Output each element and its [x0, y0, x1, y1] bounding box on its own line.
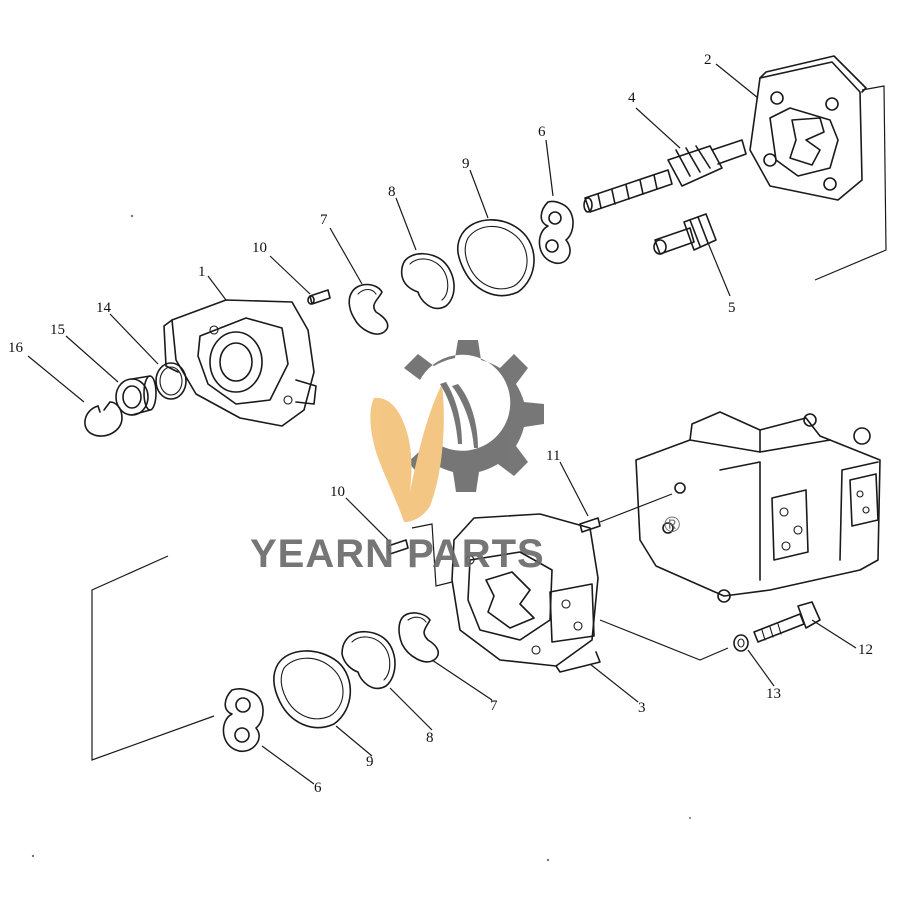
callout-5: 5 — [728, 300, 736, 316]
callout-2: 2 — [704, 52, 712, 68]
part-3-rear-body — [451, 513, 729, 673]
callout-3: 3 — [638, 700, 646, 716]
callout-8-upper: 8 — [388, 184, 396, 200]
part-11-dowel-pin — [579, 493, 673, 533]
callout-15: 15 — [50, 322, 65, 338]
part-7-backup-ring-lower — [398, 612, 440, 663]
part-10-dowel-pin-upper — [307, 289, 331, 305]
part-6-thrust-plate-lower — [222, 687, 264, 753]
callout-10-upper: 10 — [252, 240, 267, 256]
callout-4: 4 — [628, 90, 636, 106]
speck — [689, 817, 691, 819]
part-1-front-body — [163, 299, 317, 427]
speck — [546, 858, 550, 862]
callout-10-lower: 10 — [330, 484, 345, 500]
assembly-bracket-line — [91, 555, 215, 761]
callout-9-upper: 9 — [462, 156, 470, 172]
pump-housing — [635, 411, 881, 603]
callout-1: 1 — [198, 264, 206, 280]
callout-7-upper: 7 — [320, 212, 328, 228]
callout-6-upper: 6 — [538, 124, 546, 140]
part-9-seal-lower — [272, 650, 352, 729]
part-15-bearing — [115, 375, 157, 416]
callout-labels: 2 4 5 6 9 8 7 10 1 14 15 16 11 10 12 13 … — [8, 52, 873, 796]
callout-leaders — [27, 63, 857, 785]
callout-6-lower: 6 — [314, 780, 322, 796]
callout-8-lower: 8 — [426, 730, 434, 746]
watermark-brand-text: YEARN PARTS — [250, 532, 545, 576]
part-8-seal-upper — [400, 252, 455, 310]
yearn-parts-watermark: YEARN PARTS ® — [250, 340, 680, 576]
watermark-registered-mark: ® — [664, 512, 680, 537]
callout-9-lower: 9 — [366, 754, 374, 770]
callout-12: 12 — [858, 642, 873, 658]
part-13-washer — [733, 634, 749, 652]
part-2-cover-plate — [749, 55, 887, 281]
part-12-bolt — [753, 601, 821, 643]
part-14-seal-ring — [155, 362, 187, 400]
callout-13: 13 — [766, 686, 781, 702]
part-8-seal-lower — [341, 630, 396, 690]
part-9-seal-upper — [456, 219, 535, 297]
part-6-thrust-plate-upper — [538, 200, 574, 265]
speck — [130, 214, 134, 218]
callout-11: 11 — [546, 448, 560, 464]
part-7-backup-ring-upper — [348, 283, 389, 335]
callout-16: 16 — [8, 340, 24, 356]
callout-14: 14 — [96, 300, 112, 316]
callout-7-lower: 7 — [490, 698, 498, 714]
part-16-snap-ring — [84, 401, 123, 437]
part-10-dowel-pin-lower — [387, 523, 453, 587]
part-5-driven-gear — [653, 213, 717, 255]
leaf-logo-icon — [370, 382, 478, 522]
speck — [31, 854, 35, 858]
part-4-drive-shaft — [583, 139, 747, 213]
